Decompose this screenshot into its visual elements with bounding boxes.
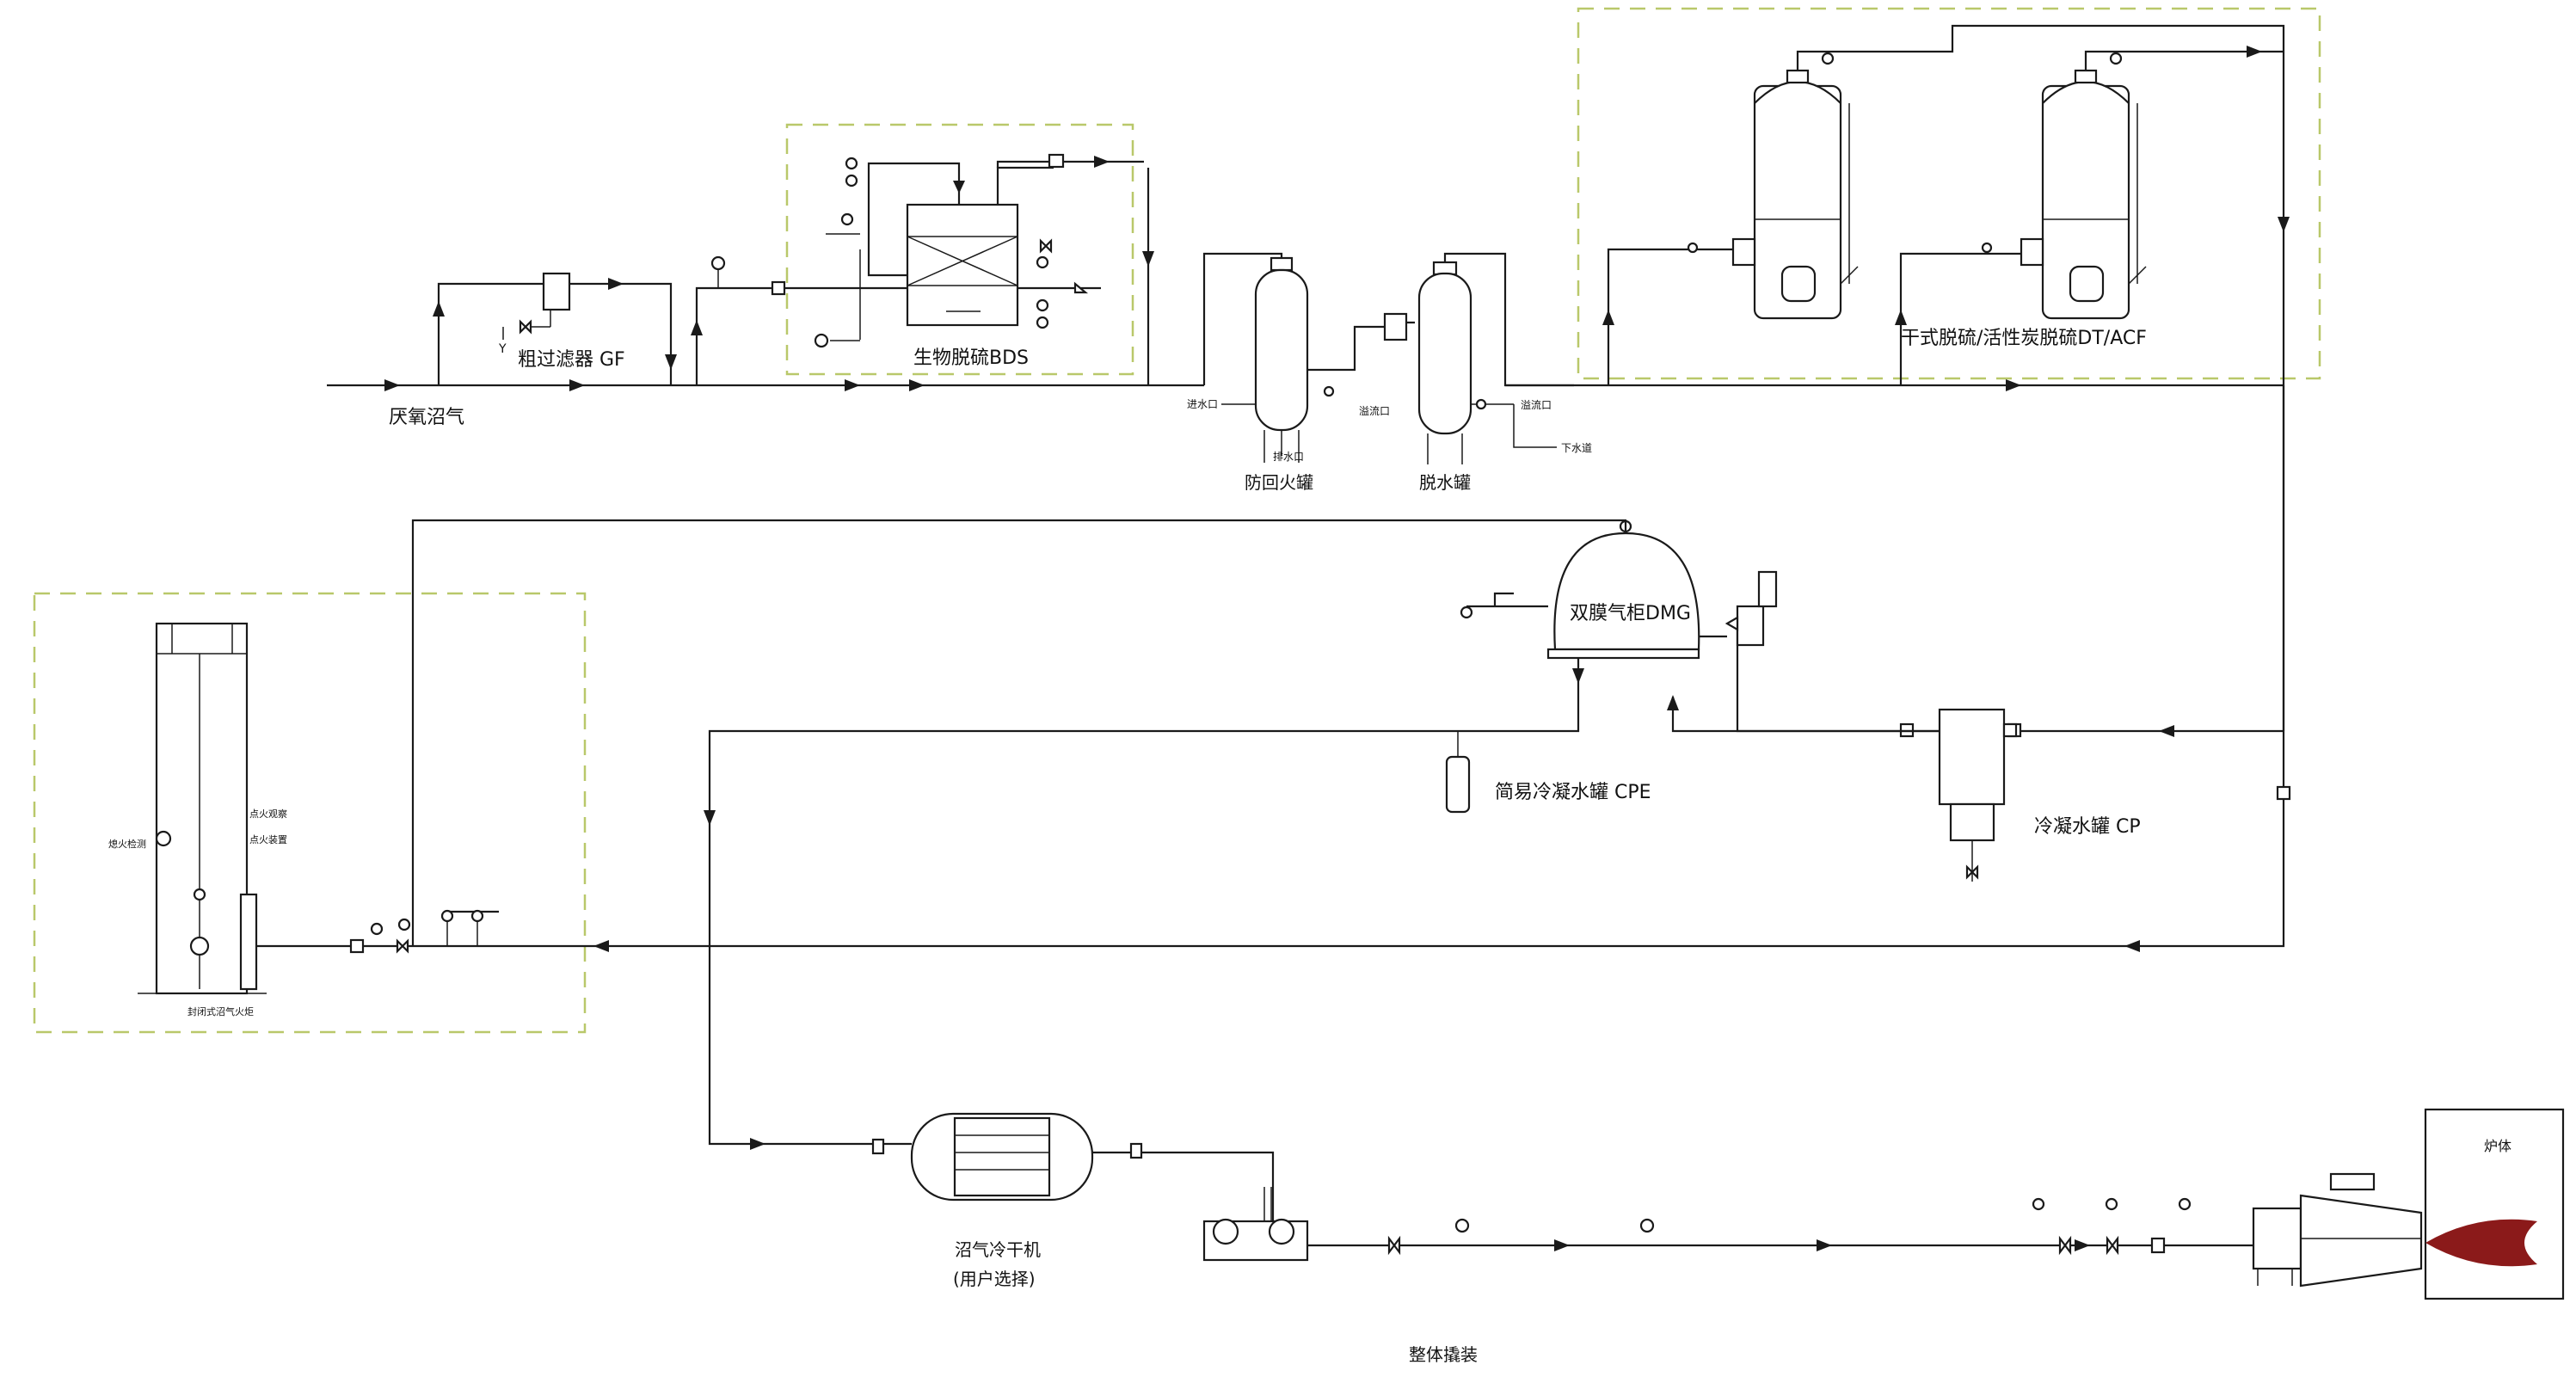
flare-label: 封闭式沼气火炬 [188,1005,254,1017]
bds-label: 生物脱硫BDS [913,347,1029,369]
bds-feed-line [691,255,907,385]
cpe-condensate-tank [1445,731,1471,814]
dt-acf-label: 干式脱硫/活性炭脱硫DT/ACF [1901,328,2147,349]
dryer-label-2: (用户选择) [953,1269,1036,1289]
sewer-label: 下水道 [1561,442,1592,454]
overall-skid-label: 整体撬装 [1409,1344,1478,1365]
bds-outlet-line [996,153,1154,385]
gf-label: 粗过滤器 GF [518,349,625,371]
inlet-port-label: 进水口 [1187,398,1218,410]
furnace-body [2424,1108,2565,1300]
svg-text:Y: Y [498,342,507,356]
gf-coarse-filter: Y [498,272,571,356]
flare-feed-valves [256,909,585,954]
flare-skid-boundary [33,592,587,1034]
dryer-label-1: 沼气冷干机 [955,1239,1041,1260]
burner-feed-line [1307,1197,2253,1256]
right-return-line [585,385,2291,952]
cp-label: 冷凝水罐 CP [2034,816,2141,838]
booster-fan [1202,1187,1309,1262]
dewater-label: 脱水罐 [1419,472,1471,493]
dt-tower-2 [2020,69,2147,320]
enclosed-flare [138,622,267,995]
flame-viewer-label: 点火观察 [249,808,287,820]
dt-tower-1 [1731,69,1859,320]
fire-detector-label: 熄火检测 [108,838,146,850]
bds-skid-boundary [785,123,1134,376]
overflow-port-label-1: 溢流口 [1359,405,1390,417]
flame-arrester-tank [1202,252,1342,463]
to-desulfurization-line [1505,248,2284,391]
overflow-port-label-2: 溢流口 [1521,399,1552,411]
drain-port-label: 排水口 [1273,451,1304,463]
flame-arrester-label: 防回火罐 [1245,472,1313,493]
cpe-label: 简易冷凝水罐 CPE [1495,782,1651,803]
flame [2425,1219,2537,1267]
dmg-outlet-line [704,658,1584,1150]
dmg-label: 双膜气柜DMG [1570,603,1691,624]
dmg-gas-holder [411,519,1778,946]
biogas-dryer [774,1112,1275,1221]
furnace-label: 炉体 [2484,1138,2511,1154]
cp-condensate-tank [1938,708,2018,882]
igniter-label: 点火装置 [249,834,287,845]
desulfurization-skid-boundary [1577,7,2321,380]
inlet-label: 厌氧沼气 [389,407,464,428]
desulfurization-outlet-lines [1687,24,2290,731]
inlet-main-line [327,379,1204,391]
dewater-tank [1417,252,1574,464]
burner-assembly [2252,1172,2423,1288]
bds-tower [814,157,1101,348]
